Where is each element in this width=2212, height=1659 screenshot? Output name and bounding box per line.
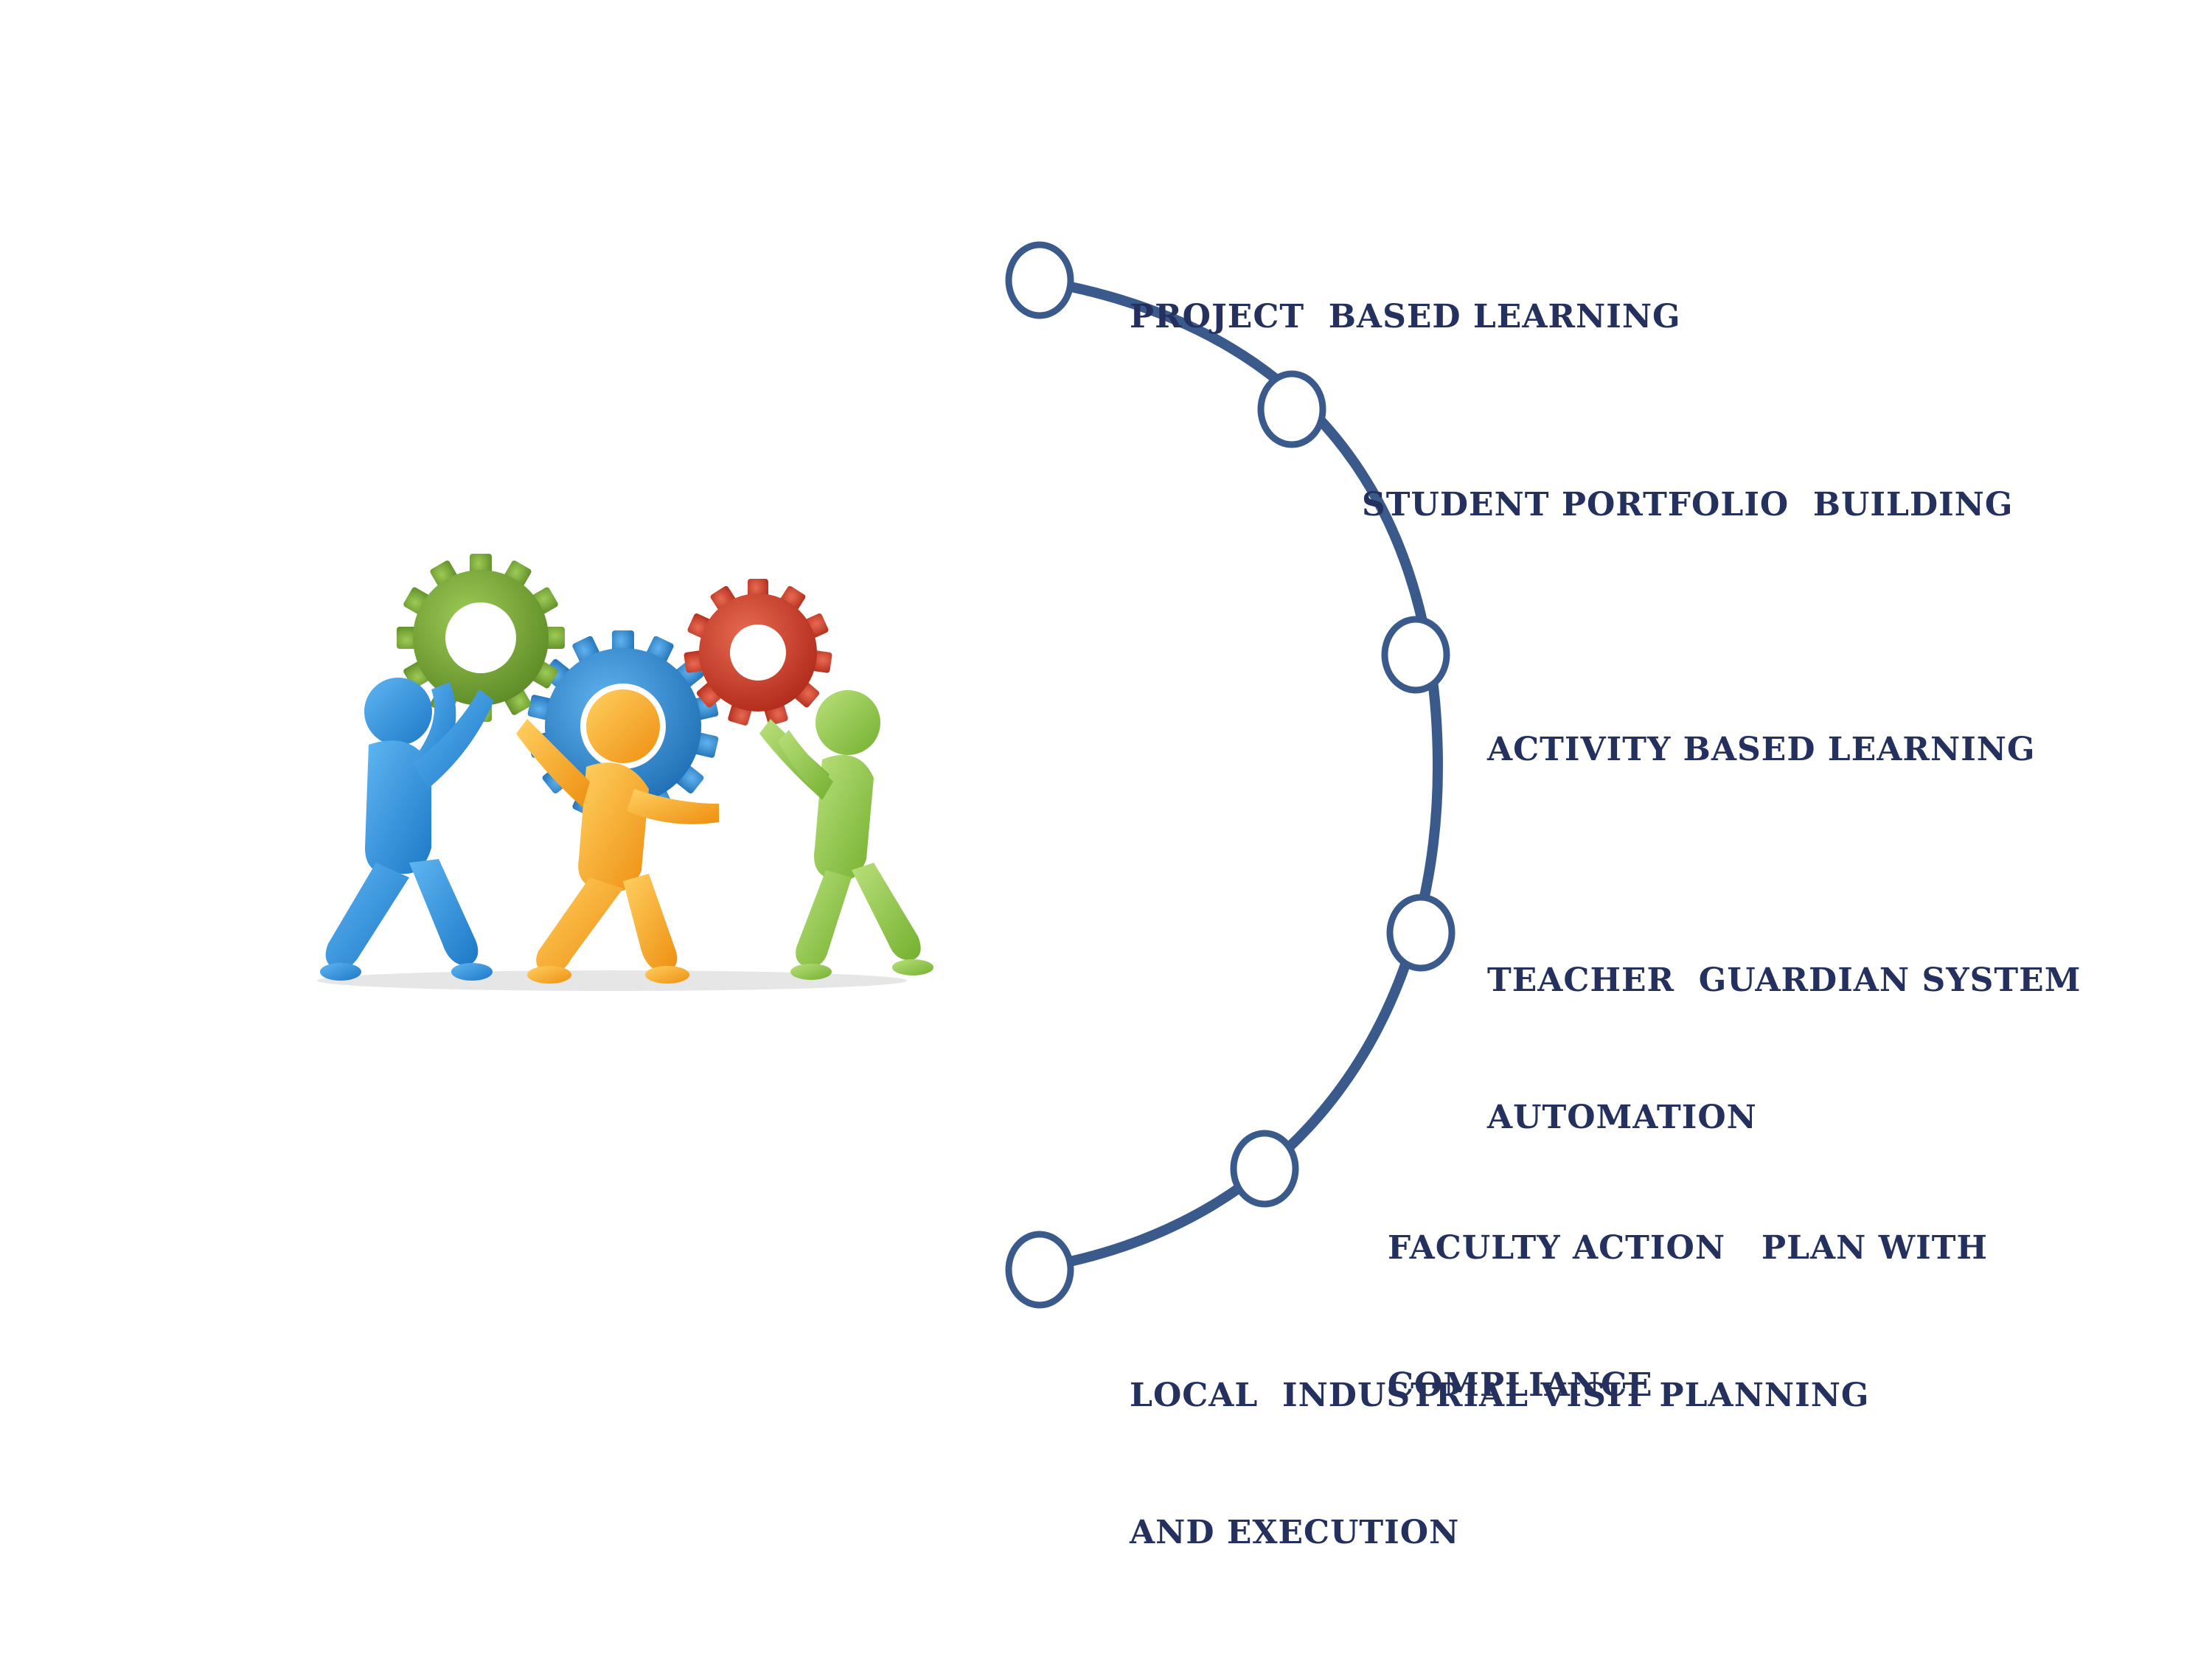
timeline-node-project-based-learning xyxy=(1009,245,1071,316)
timeline-node-teacher-guardian-system xyxy=(1390,897,1452,968)
timeline-node-local-industrial-visit xyxy=(1009,1234,1071,1305)
step-label-student-portfolio-building: STUDENT PORTFOLIO BUILDING xyxy=(1362,391,2013,619)
timeline-node-activity-based-learning xyxy=(1385,619,1447,690)
step-label-local-industrial-visit: LOCAL INDUSTRIAL VISIT PLANNING AND EXEC… xyxy=(1130,1281,1870,1647)
timeline-node-faculty-action-plan xyxy=(1234,1133,1295,1204)
step-label-activity-based-learning: ACTIVITY BASED LEARNING xyxy=(1487,636,2036,864)
